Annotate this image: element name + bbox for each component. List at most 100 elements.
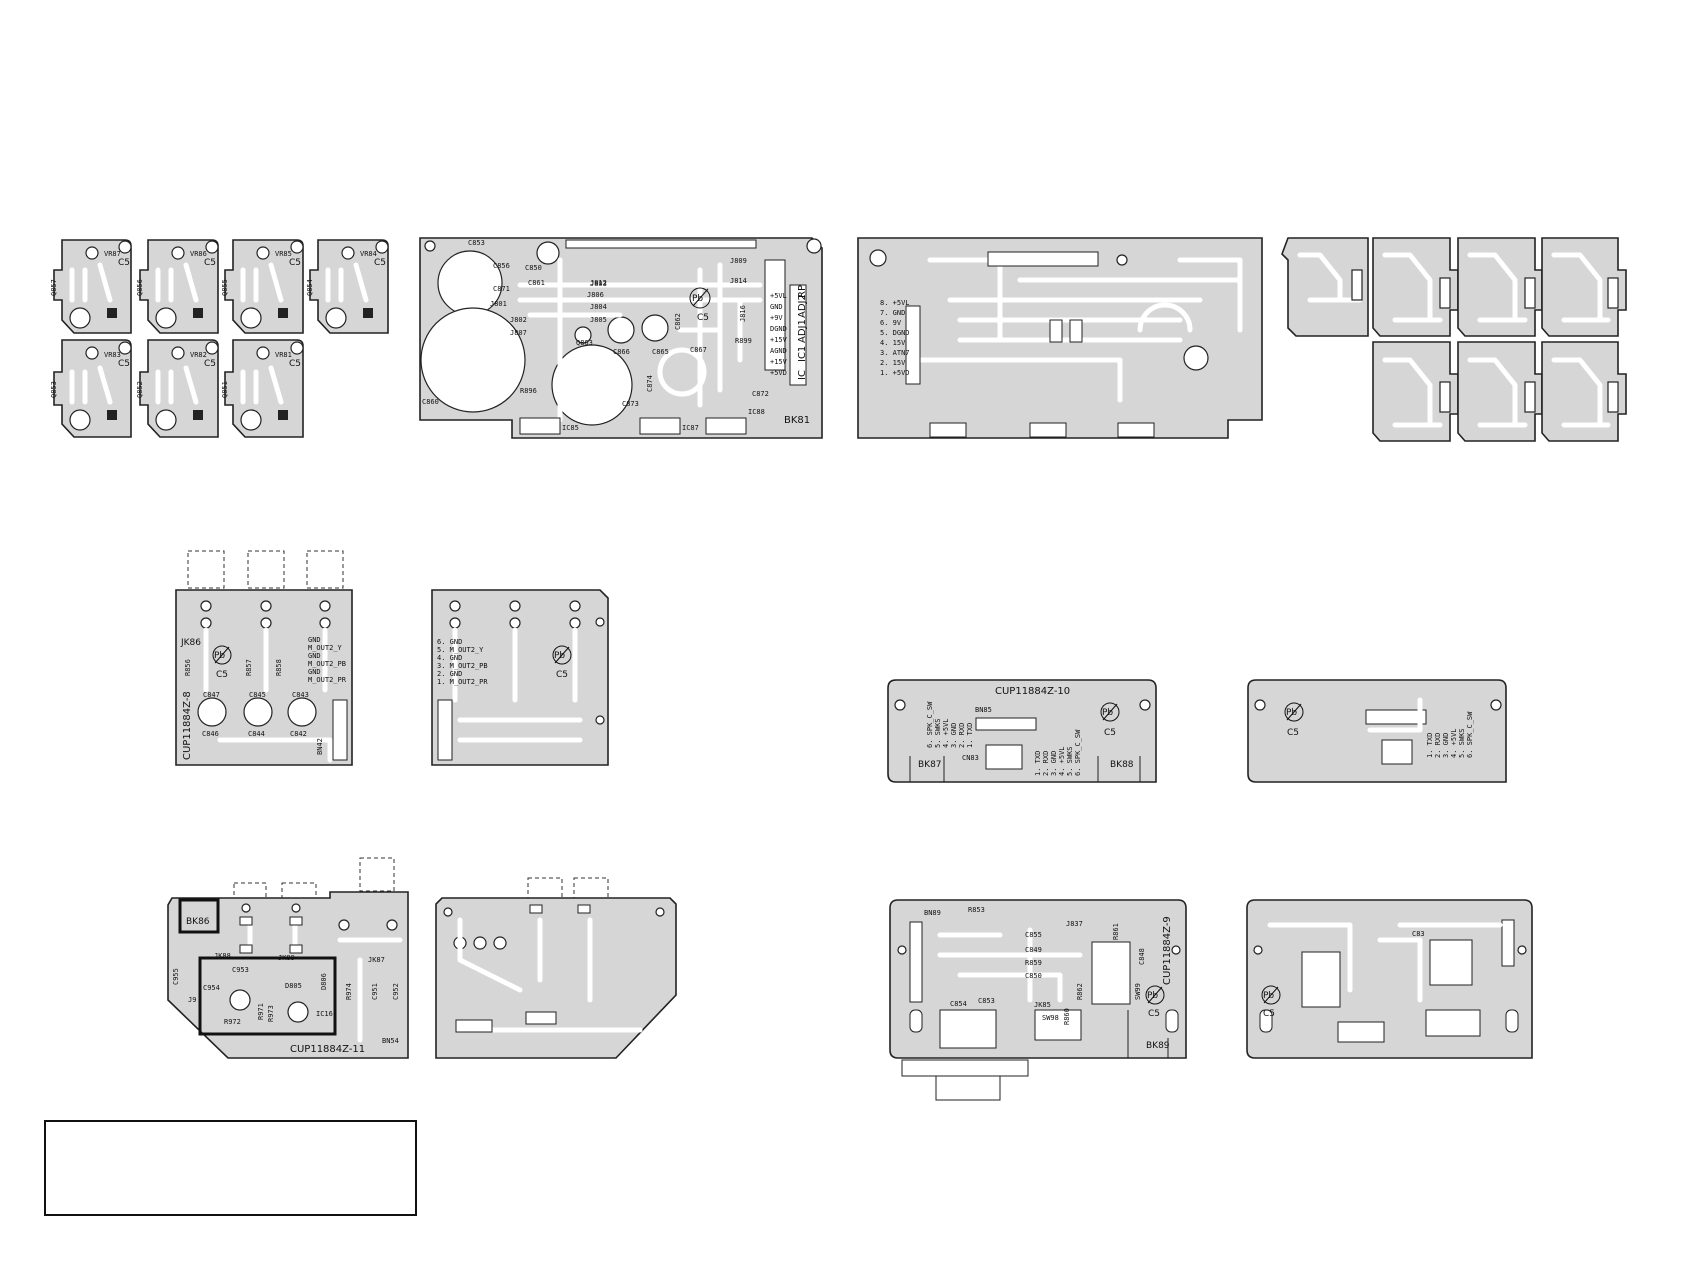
pin: 1. TXD [1034, 751, 1042, 776]
ref: C842 [290, 730, 307, 738]
ref: SW98 [1042, 1014, 1059, 1022]
board-cup11884z-11: CUP11884Z-11 BK86 JK88 JK89 JK87 C955 C9… [167, 857, 409, 1059]
ref: BN89 [924, 909, 941, 917]
ref: J814 [730, 277, 747, 285]
ref: J837 [1066, 920, 1083, 928]
small-board-q851: Q851 VR81 C5 [221, 339, 304, 438]
ref: R857 [245, 659, 253, 676]
small-boards-right [1281, 237, 1627, 442]
rb-7 [1541, 341, 1627, 442]
ref-bk88: BK88 [1110, 760, 1134, 770]
ref: JK88 [214, 952, 231, 960]
ref-q852: Q852 [136, 381, 144, 398]
ref: J806 [587, 291, 604, 299]
pin-label-2: 2. 15V [880, 359, 906, 367]
vr-label-3: VR85 [275, 250, 292, 258]
pin: 2. RXD [958, 723, 966, 748]
ref: C855 [1025, 931, 1042, 939]
ref: C867 [690, 346, 707, 354]
ref: R861 [1112, 923, 1120, 940]
ref: C862 [674, 313, 682, 330]
ref: J803 [590, 280, 607, 288]
ref: R972 [224, 1018, 241, 1026]
pin: 4. +5VL [942, 718, 950, 748]
board-code: CUP11884Z-9 [1162, 916, 1173, 985]
small-board-q852: Q852 VR82 C5 [136, 339, 219, 438]
board-code: CUP11884Z-10 [995, 686, 1070, 697]
top-middle-board: 8. +5VL 7. GND 6. 9V 5. DGND 4. 15V 3. A… [857, 237, 1263, 439]
ref: C850 [1025, 972, 1042, 980]
vr-label-1: VR87 [104, 250, 121, 258]
pin: 4. +5VL [1450, 728, 1458, 758]
pin-label-7: 7. GND [880, 309, 905, 317]
ref: C952 [392, 983, 400, 1000]
ref: C854 [950, 1000, 967, 1008]
ref: C846 [202, 730, 219, 738]
ref: C953 [232, 966, 249, 974]
conn-pin-2: GND [770, 303, 783, 311]
pin: 6. SPK_C_SW [1074, 729, 1082, 776]
ref: BN85 [975, 706, 992, 714]
ref: R974 [345, 983, 353, 1000]
pin: 5. SWKS [1458, 728, 1466, 758]
conn-pin-5: +15V [770, 336, 788, 344]
ref: C856 [493, 262, 510, 270]
ref: C951 [371, 983, 379, 1000]
ref: IC16 [316, 1010, 333, 1018]
pin: 3. M_OUT2_PB [437, 662, 488, 670]
pin: GND [308, 668, 321, 676]
small-board-q857: Q857 VR87 C5 [50, 239, 132, 334]
ref-q857: Q857 [50, 279, 58, 296]
conn-pin-7: +15V [770, 358, 788, 366]
board-code: CUP11884Z-8 [182, 691, 193, 760]
ref: R896 [520, 387, 537, 395]
rb-2 [1372, 237, 1459, 337]
pin: 4. +5VL [1058, 746, 1066, 776]
small-boards-left: Q857 VR87 C5 Q856 VR86 C5 Q855 VR85 C5 [50, 239, 389, 438]
conn-pin-4: DGND [770, 325, 787, 333]
note-box [44, 1120, 417, 1216]
board-cup11884z-9: Pb C5 CUP11884Z-9 BN89 R853 C855 C849 R8… [889, 899, 1187, 1101]
board-cup11884z-10: Pb C5 CUP11884Z-10 BN85 CN83 BK87 BK88 6… [887, 679, 1157, 783]
ref-bk81: BK81 [784, 415, 810, 426]
small-board-q856: Q856 VR86 C5 [136, 239, 219, 334]
c5-mark: C5 [1104, 728, 1116, 738]
pin: 5. SWKS [934, 718, 942, 748]
ref: C849 [1025, 946, 1042, 954]
c5-mark: C5 [118, 359, 130, 369]
pin: M_OUT2_PR [308, 676, 347, 684]
board-jk86-back: Pb C5 6. GND 5. M_OUT2_Y 4. GND 3. M_OUT… [431, 589, 609, 766]
c5-mark: C5 [1287, 728, 1299, 738]
ic-label: IC [797, 370, 808, 380]
ref: R973 [267, 1005, 275, 1022]
ref: C871 [493, 285, 510, 293]
pin: 1. TXD [1426, 733, 1434, 758]
ref: IC85 [562, 424, 579, 432]
pin-label-4: 4. 15V [880, 339, 906, 347]
pb-mark: Pb [214, 651, 225, 661]
ref: J805 [590, 316, 607, 324]
ref: C843 [292, 691, 309, 699]
pin: 2. RXD [1042, 751, 1050, 776]
pin-label-5: 5. DGND [880, 329, 910, 337]
pb-mark: Pb [1102, 708, 1113, 718]
ref: JK89 [278, 954, 295, 962]
rb-6 [1457, 341, 1543, 442]
ref: J809 [730, 257, 747, 265]
vr-label-7: VR81 [275, 351, 292, 359]
board-cup11884z-10-back: Pb C5 1. TXD 2. RXD 3. GND 4. +5VL 5. SW… [1247, 679, 1507, 783]
pb-mark: Pb [692, 294, 703, 304]
adj2-label: ADJ2 [797, 294, 808, 318]
pb-mark: Pb [1263, 991, 1274, 1001]
pin-label-1: 1. +5VD [880, 369, 910, 377]
ref: C955 [172, 968, 180, 985]
ref: J816 [739, 305, 747, 322]
ref: C865 [652, 348, 669, 356]
ref: C850 [525, 264, 542, 272]
ref-q851: Q851 [221, 381, 229, 398]
adj1-label: ADJ1 [797, 319, 808, 343]
conn-pin-8: +5VD [770, 369, 787, 377]
board-cup11884z-8: Pb C5 JK86 CUP11884Z-8 R856 R857 R858 C8… [175, 550, 353, 766]
ref: R860 [1063, 1008, 1071, 1025]
